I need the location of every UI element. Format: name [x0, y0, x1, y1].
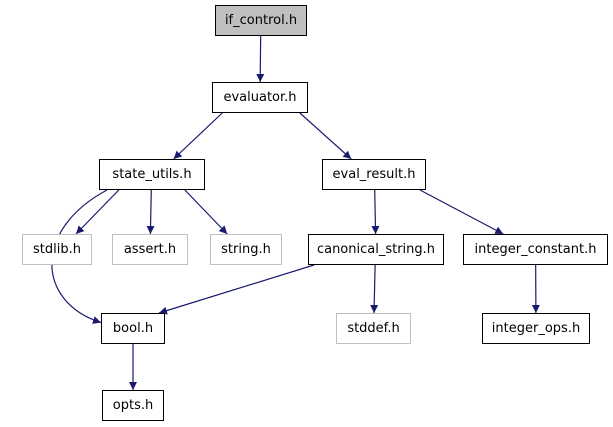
node-state-utils-h[interactable]: state_utils.h [99, 159, 205, 190]
edge-evaluator-to-eval_result [299, 112, 352, 160]
node-opts-h[interactable]: opts.h [102, 390, 164, 421]
node-bool-h[interactable]: bool.h [101, 313, 165, 344]
node-if-control-h: if_control.h [215, 5, 307, 36]
node-integer-ops-h[interactable]: integer_ops.h [482, 313, 590, 344]
node-assert-h: assert.h [112, 234, 188, 265]
node-integer-constant-h[interactable]: integer_constant.h [463, 234, 608, 265]
node-string-h: string.h [210, 234, 282, 265]
edge-state_utils-to-stdlib [75, 189, 120, 235]
edge-eval_result-to-integer_constant [419, 189, 504, 235]
node-stdlib-h: stdlib.h [22, 234, 92, 265]
edge-eval_result-to-canonical_string [371, 189, 380, 235]
node-eval-result-h[interactable]: eval_result.h [322, 159, 426, 190]
edge-canonical_string-to-bool [158, 264, 315, 315]
edge-state_utils-to-string [184, 189, 228, 235]
node-evaluator-h[interactable]: evaluator.h [212, 82, 308, 113]
node-stddef-h: stddef.h [336, 313, 411, 344]
edge-canonical_string-to-stddef [370, 264, 379, 314]
node-canonical-string-h[interactable]: canonical_string.h [308, 234, 444, 265]
edge-state_utils-to-assert [146, 189, 155, 235]
edge-evaluator-to-state_utils [173, 112, 223, 160]
